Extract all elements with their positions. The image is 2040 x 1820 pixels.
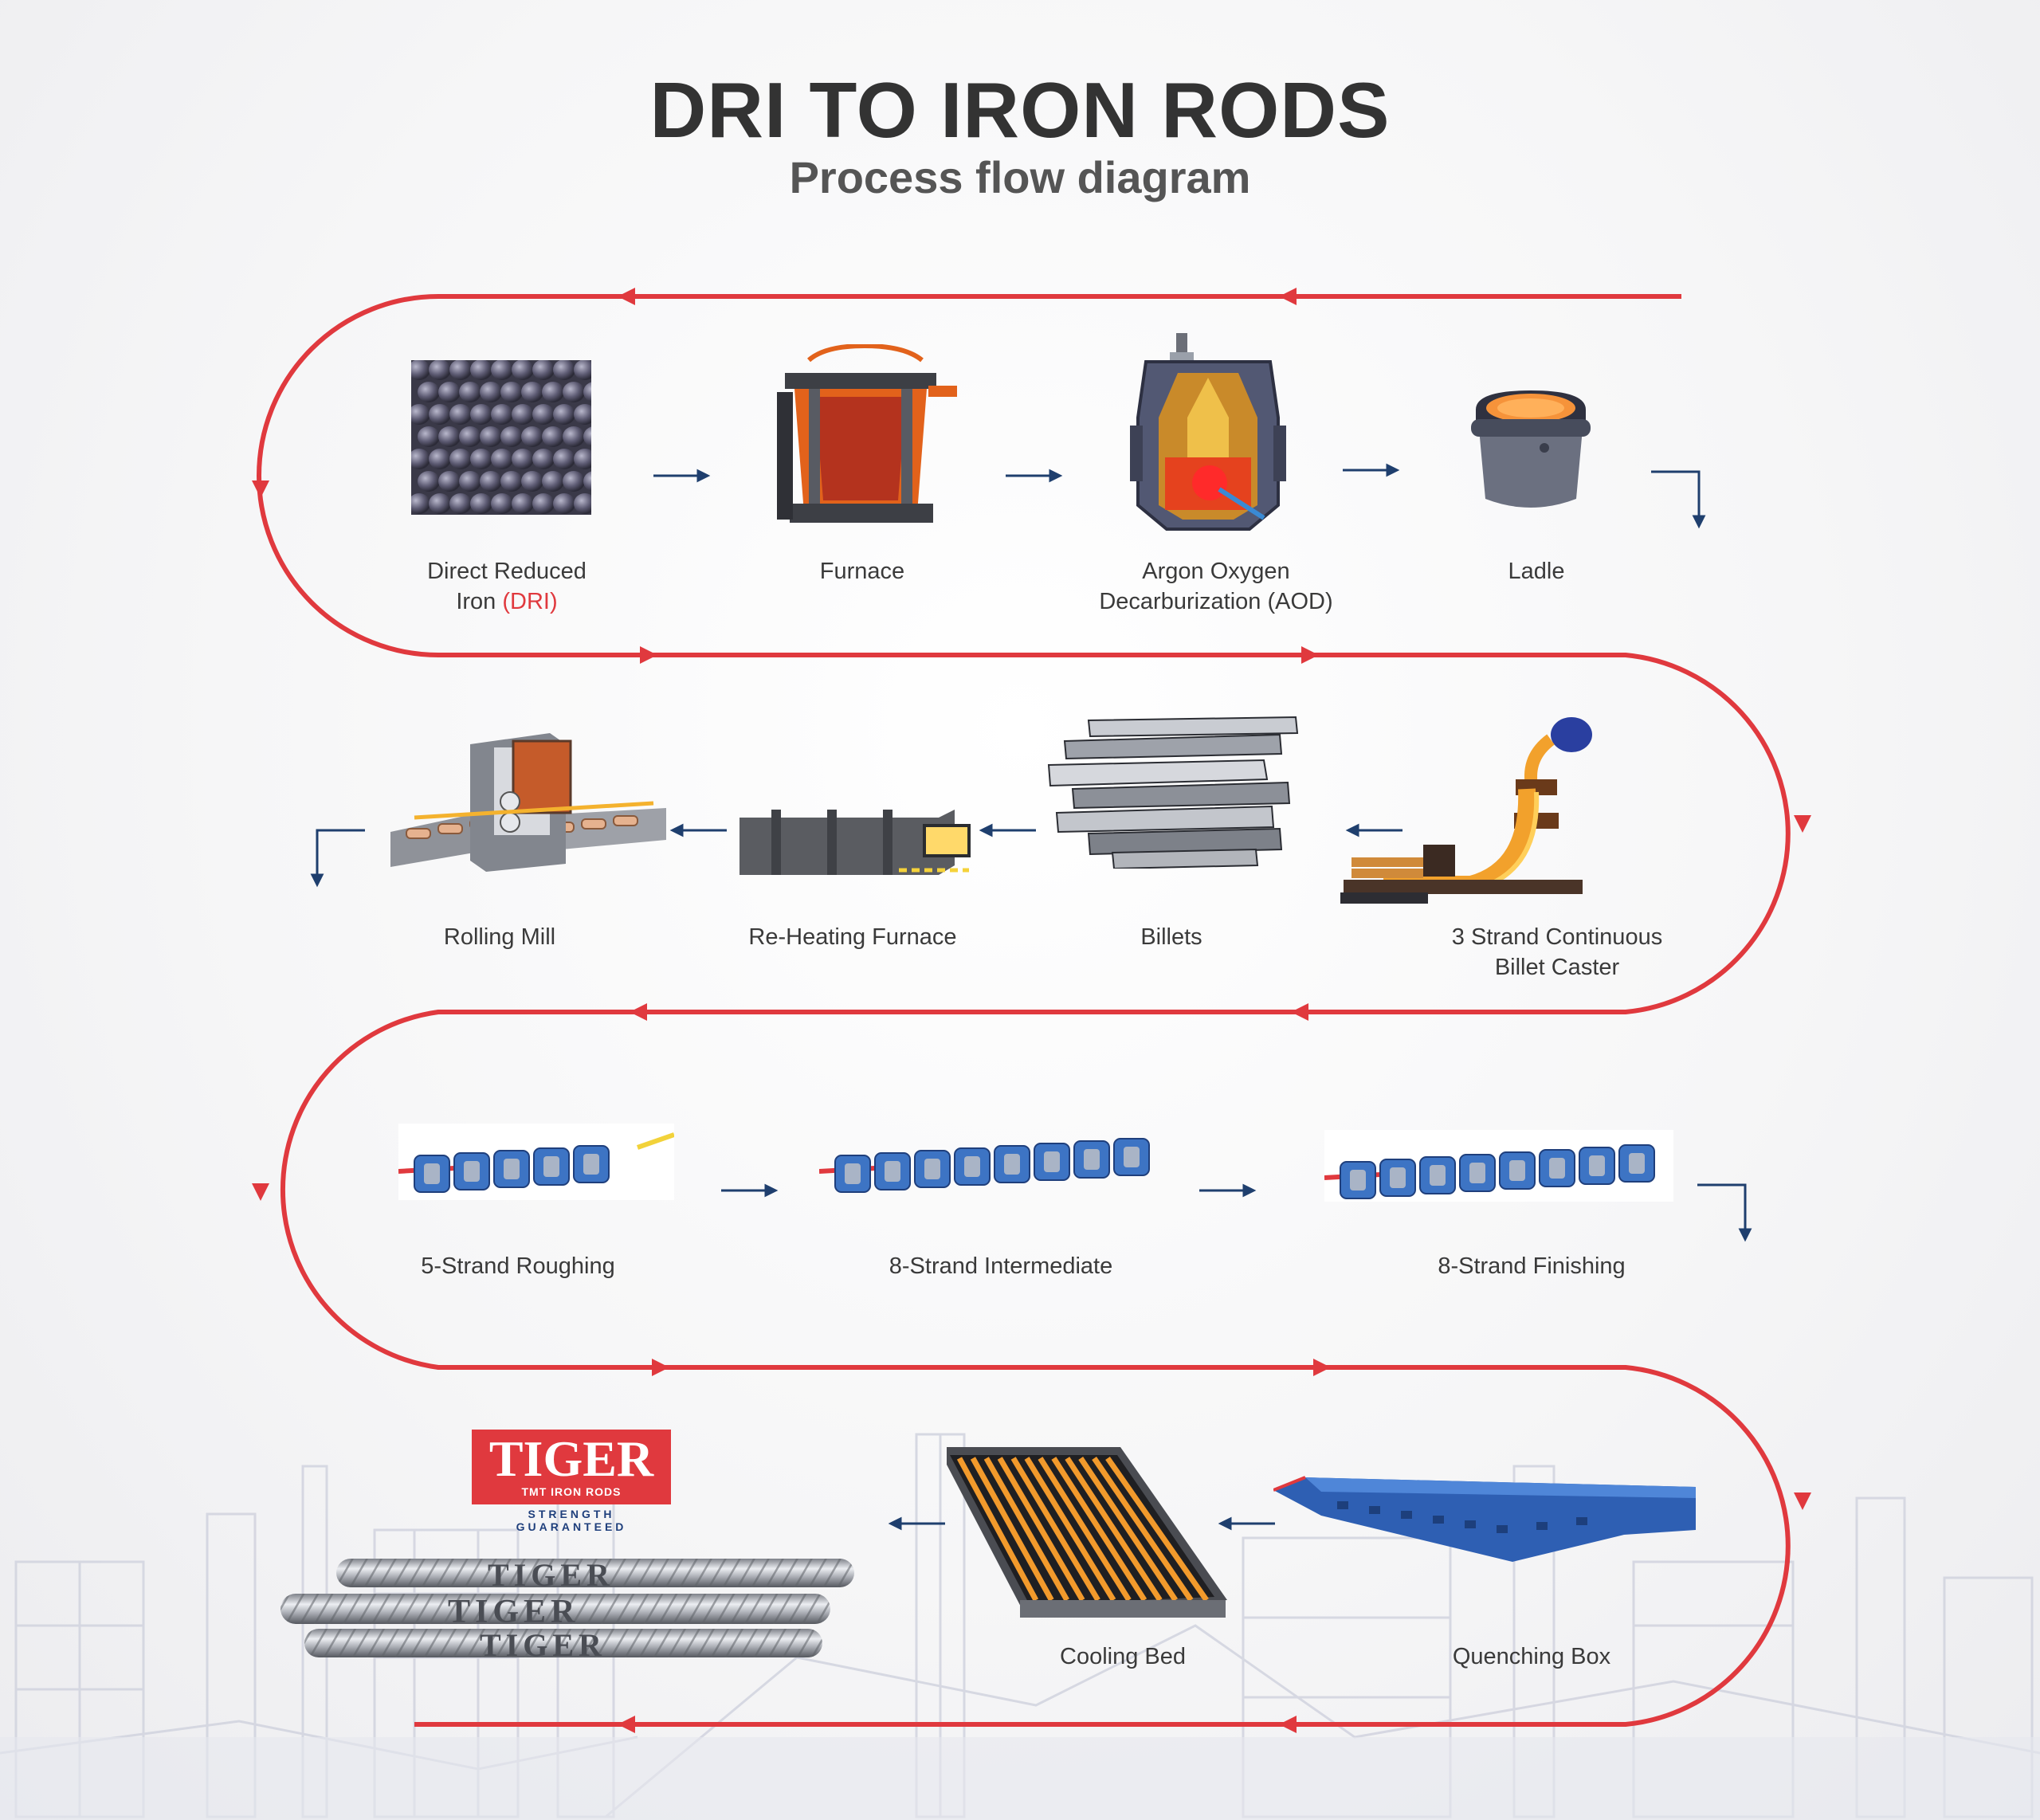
step-arrow-left xyxy=(669,823,727,837)
flow-arrowhead xyxy=(618,1716,635,1733)
rod-mark: TIGER xyxy=(488,1557,614,1593)
cooling-bed-icon xyxy=(947,1447,1227,1618)
label-reheating: Re-Heating Furnace xyxy=(748,924,957,950)
flow-arrowhead xyxy=(1279,288,1297,305)
flow-arrowhead xyxy=(1279,1716,1297,1733)
label-quenching: Quenching Box xyxy=(1452,1644,1611,1669)
step-arrow-right xyxy=(1006,469,1063,483)
label-intermediate: 8-Strand Intermediate xyxy=(889,1253,1113,1279)
label-aod: Argon Oxygen Decarburization (AOD) xyxy=(1099,556,1332,617)
page-title: DRI TO IRON RODS xyxy=(649,66,1391,154)
flow-arrowhead xyxy=(652,1359,669,1376)
rod-mark: TIGER xyxy=(448,1594,579,1630)
rod-mark: TIGER xyxy=(480,1627,606,1663)
label-dri: Direct Reduced Iron (DRI) xyxy=(427,556,586,617)
tmt-rod xyxy=(336,1559,854,1587)
step-arrow-left xyxy=(1345,823,1402,837)
label-dri-line2: Iron (DRI) xyxy=(427,586,586,617)
step-arrow-right xyxy=(653,469,711,483)
flow-arrowhead xyxy=(1291,1003,1308,1021)
label-billets: Billets xyxy=(1140,924,1202,950)
flow-arrowhead xyxy=(1794,815,1811,833)
flow-arrowhead xyxy=(252,480,269,498)
roughing-stands-icon xyxy=(398,1124,674,1200)
dri-pellets-icon xyxy=(411,360,591,515)
label-rolling-mill: Rolling Mill xyxy=(443,924,556,950)
billet-caster-icon xyxy=(1340,717,1592,904)
flow-arrowhead xyxy=(1794,1492,1811,1510)
tiger-logo-badge: TIGER TMT IRON RODS xyxy=(472,1430,671,1504)
label-caster-line1: 3 Strand Continuous xyxy=(1451,924,1663,950)
label-caster: 3 Strand Continuous Billet Caster xyxy=(1452,922,1662,983)
flow-arrowhead xyxy=(640,646,657,664)
label-cooling: Cooling Bed xyxy=(1060,1644,1186,1669)
label-dri-accent: (DRI) xyxy=(502,589,558,614)
aod-converter-icon xyxy=(1130,333,1286,531)
step-arrow-down xyxy=(1651,470,1701,518)
flow-arrowhead xyxy=(618,288,635,305)
quenching-box-icon xyxy=(1273,1476,1696,1562)
tmt-rod xyxy=(280,1594,830,1624)
label-aod-line1: Argon Oxygen xyxy=(1142,559,1290,584)
step-arrow-right xyxy=(1343,463,1400,477)
tmt-rod xyxy=(304,1629,822,1657)
flow-arrowhead xyxy=(1313,1359,1331,1376)
furnace-icon xyxy=(777,344,957,523)
label-finishing: 8-Strand Finishing xyxy=(1438,1253,1626,1279)
step-arrow-left xyxy=(888,1516,945,1531)
step-arrow-left xyxy=(979,823,1036,837)
label-ladle: Ladle xyxy=(1508,559,1565,584)
label-dri-line1: Direct Reduced xyxy=(427,559,586,584)
tiger-logo: TIGER TMT IRON RODS STRENGTH GUARANTEED xyxy=(472,1430,671,1533)
step-arrow-right xyxy=(721,1183,779,1198)
step-arrow-down xyxy=(1697,1183,1747,1231)
flow-arrowhead xyxy=(252,1183,269,1201)
flow-arrowhead xyxy=(630,1003,647,1021)
ladle-icon xyxy=(1471,390,1591,508)
label-aod-line2: Decarburization (AOD) xyxy=(1099,589,1333,614)
step-arrow-left xyxy=(1218,1516,1275,1531)
tiger-logo-slogan: STRENGTH GUARANTEED xyxy=(516,1508,627,1533)
reheating-furnace-icon xyxy=(740,810,971,875)
rolling-mill-icon xyxy=(390,733,666,872)
step-arrow-down xyxy=(316,829,365,877)
finishing-stands-icon xyxy=(1324,1130,1673,1202)
tiger-logo-tagline: TMT IRON RODS xyxy=(521,1485,622,1498)
step-arrow-right xyxy=(1199,1183,1257,1198)
label-furnace: Furnace xyxy=(819,559,905,584)
page-subtitle: Process flow diagram xyxy=(789,152,1251,202)
flow-arrowhead xyxy=(1301,646,1319,664)
label-dri-prefix: Iron xyxy=(456,589,503,614)
intermediate-stands-icon xyxy=(819,1138,1150,1193)
label-roughing: 5-Strand Roughing xyxy=(421,1253,615,1279)
tiger-logo-name: TIGER xyxy=(488,1430,654,1487)
tmt-rods-icon: TIGER TIGER TIGER xyxy=(280,1557,854,1663)
billets-icon xyxy=(1047,716,1299,869)
label-caster-line2: Billet Caster xyxy=(1494,955,1620,980)
